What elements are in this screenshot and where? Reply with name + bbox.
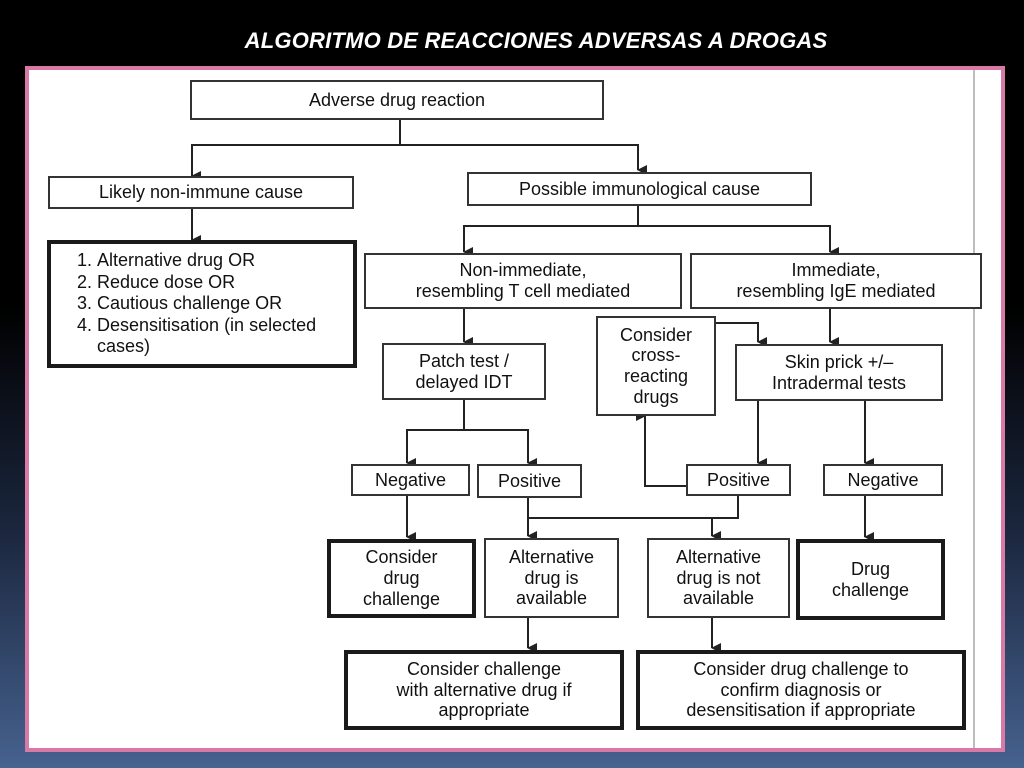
node-patch-negative: Negative bbox=[351, 464, 470, 496]
edge-root-immune bbox=[400, 144, 647, 175]
node-non-immune-cause: Likely non-immune cause bbox=[48, 176, 354, 209]
non-immune-options-list: Alternative drug OR Reduce dose OR Cauti… bbox=[55, 250, 349, 358]
node-challenge-alternative: Consider challenge with alternative drug… bbox=[344, 650, 624, 730]
frame-divider bbox=[973, 70, 975, 748]
node-non-immune-options: Alternative drug OR Reduce dose OR Cauti… bbox=[47, 240, 357, 368]
node-patch-positive: Positive bbox=[477, 464, 582, 498]
option-item: Cautious challenge OR bbox=[97, 293, 349, 315]
node-skin-prick: Skin prick +/– Intradermal tests bbox=[735, 344, 943, 401]
edge-positive-notavailable bbox=[711, 496, 739, 541]
node-consider-drug-challenge: Consider drug challenge bbox=[327, 539, 476, 618]
option-item: Alternative drug OR bbox=[97, 250, 349, 272]
edge-cross-skinprick bbox=[715, 322, 767, 347]
edge-patch-positive bbox=[464, 429, 537, 468]
node-alternative-not-available: Alternative drug is not available bbox=[647, 538, 790, 618]
node-immunological-cause: Possible immunological cause bbox=[467, 172, 812, 206]
option-item: Desensitisation (in selected cases) bbox=[97, 315, 349, 358]
edge-root-nonimmune bbox=[191, 120, 401, 181]
edge-patch-negative bbox=[406, 400, 465, 468]
node-adverse-drug-reaction: Adverse drug reaction bbox=[190, 80, 604, 120]
node-challenge-confirm: Consider drug challenge to confirm diagn… bbox=[636, 650, 966, 730]
option-item: Reduce dose OR bbox=[97, 272, 349, 294]
slide-title: ALGORITMO DE REACCIONES ADVERSAS A DROGA… bbox=[244, 28, 828, 53]
node-immediate: Immediate, resembling IgE mediated bbox=[690, 253, 982, 309]
edge-immune-nonimmediate bbox=[463, 205, 639, 257]
node-skin-positive: Positive bbox=[686, 464, 791, 496]
node-alternative-available: Alternative drug is available bbox=[484, 538, 619, 618]
edge-immune-immediate bbox=[638, 225, 839, 257]
node-patch-test: Patch test / delayed IDT bbox=[382, 343, 546, 400]
node-drug-challenge: Drug challenge bbox=[796, 539, 945, 620]
node-cross-reacting: Consider cross- reacting drugs bbox=[596, 316, 716, 416]
node-non-immediate: Non-immediate, resembling T cell mediate… bbox=[364, 253, 682, 309]
node-skin-negative: Negative bbox=[823, 464, 943, 496]
edge-positive-cross bbox=[636, 411, 686, 487]
